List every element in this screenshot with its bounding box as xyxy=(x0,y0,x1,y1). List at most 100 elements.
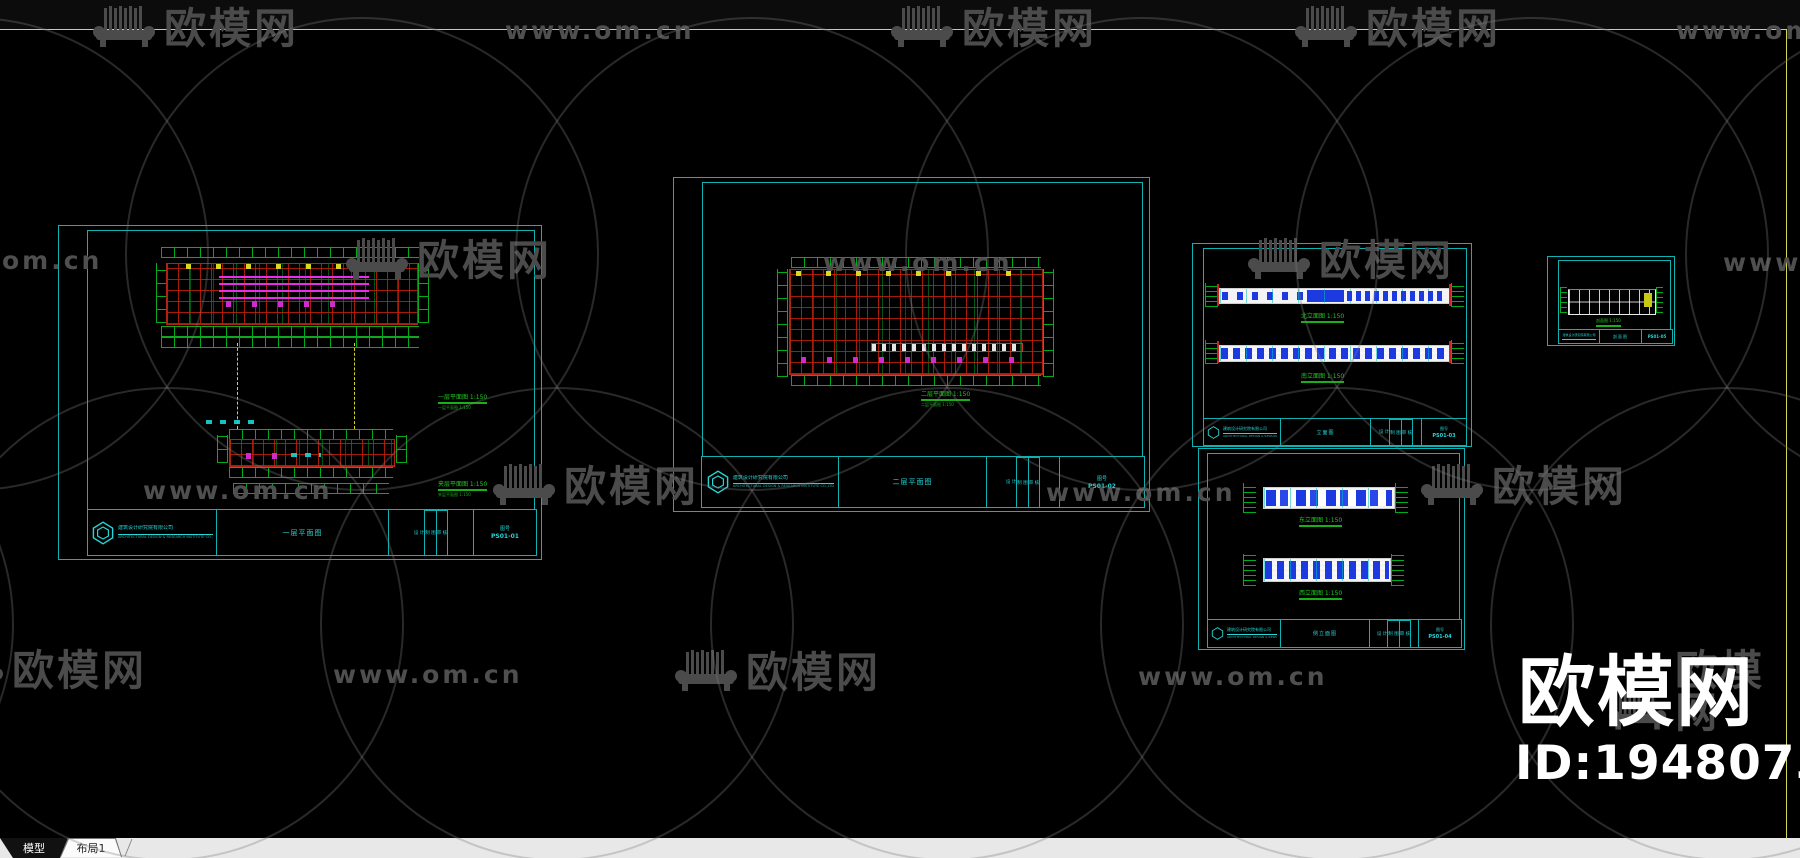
elevation-end-marks xyxy=(1243,554,1256,586)
title-block-fields: 设 计 制 图 审 核 xyxy=(986,457,1059,507)
dimension-band xyxy=(229,467,393,478)
drawing-number-cell: 图号 PS01-04 xyxy=(1418,620,1461,647)
elevation-end-marks xyxy=(1391,554,1404,586)
field-label: 制 图 xyxy=(425,510,436,555)
elevation-label-1: 东立面图 1:150 xyxy=(1299,517,1343,528)
company-name: 建筑设计研究院有限公司 xyxy=(1227,627,1277,636)
elevation-end-marks xyxy=(1243,483,1256,513)
scale-bar xyxy=(438,489,488,492)
scale-bar xyxy=(1301,321,1345,324)
elevation-grid-lines xyxy=(1220,289,1450,303)
dimension-band xyxy=(791,375,1041,386)
title-block-logo-cell: 建筑设计研究院有限公司 ARCHITECTURAL DESIGN & RESEA… xyxy=(1208,620,1280,647)
plan-cyan-detail xyxy=(206,420,256,424)
title-block-fields: 设 计 制 图 审 核 xyxy=(1369,620,1418,647)
plan-yellow-fixtures xyxy=(186,264,386,269)
title-block: 建筑设计研究院有限公司 ARCHITECTURAL DESIGN & RESEA… xyxy=(701,456,1145,508)
drawing-number: PS01-01 xyxy=(491,533,519,540)
drawing-number-label: 图号 xyxy=(1440,425,1448,431)
field-value xyxy=(1389,419,1391,445)
sheet-elevation-c: 北立面图 1:150 南立面图 1:150 建筑设计研究院有限公司 ARCHIT… xyxy=(1192,243,1472,447)
company-block: 建筑设计研究院有限公司 ARCHITECTURAL DESIGN & RESEA… xyxy=(118,525,213,540)
drawing-number-cell: 图号 PS01-01 xyxy=(473,510,536,555)
field-value xyxy=(1410,620,1412,647)
title-block-logo-cell: 建筑设计研究院有限公司 ARCHITECTURAL DESIGN & RESEA… xyxy=(1204,419,1280,445)
scale-bar xyxy=(1299,598,1343,601)
drawing-number: PS01-03 xyxy=(1432,432,1456,439)
company-hexagon-icon xyxy=(92,520,114,545)
tab-layout1-label: 布局1 xyxy=(61,839,121,857)
drawing-limits-line-horizontal xyxy=(0,29,1786,30)
elevation-end-marks xyxy=(1205,340,1218,364)
company-block: 建筑设计研究院有限公司 ARCHITECTURAL DESIGN & RESEA… xyxy=(732,475,835,490)
sheet-plan-b: 二层平面图 1:150 二层平面图 1:150 建筑设计研究院有限公司 ARCH… xyxy=(673,177,1150,512)
dimension-band xyxy=(396,435,407,463)
elevation-strip-1 xyxy=(1263,487,1395,509)
drawing-number-label: 图号 xyxy=(1436,627,1444,632)
field-value xyxy=(1027,457,1029,507)
scale-bar xyxy=(1596,324,1621,327)
tab-layout1[interactable]: 布局1 xyxy=(60,838,122,857)
company-name: 建筑设计研究院有限公司 xyxy=(1562,333,1596,340)
drawing-title: 二层平面图 xyxy=(838,457,986,507)
elevation-end-marks xyxy=(1205,283,1218,307)
scale-bar xyxy=(1299,525,1343,528)
field-label: 制 图 xyxy=(1390,419,1401,445)
plan-white-cells xyxy=(871,343,1023,352)
drawing-number-cell: 图号 PS01-02 xyxy=(1059,457,1144,507)
field-label: 审 核 xyxy=(436,510,448,555)
match-line-dashed xyxy=(354,343,355,429)
company-name-en: ARCHITECTURAL DESIGN & RESEARCH INSTITUT… xyxy=(118,534,213,539)
company-block: 建筑设计研究院有限公司 xyxy=(1562,333,1596,340)
sheet-section-e: 剖面图 1:150 建筑设计研究院有限公司 剖面图 PS01-05 xyxy=(1547,256,1675,346)
elevation-grid-lines xyxy=(1264,488,1394,508)
company-block: 建筑设计研究院有限公司 ARCHITECTURAL DESIGN & RESEA… xyxy=(1223,426,1277,439)
company-name: 建筑设计研究院有限公司 xyxy=(732,475,835,485)
plan-note-lower: 夹层平面图 1:150 夹层平面图 1:150 xyxy=(438,481,488,498)
company-hexagon-icon xyxy=(707,470,729,494)
plan-magenta-row xyxy=(226,301,356,307)
plan-magenta-row xyxy=(801,357,1031,363)
field-label: 设 计 xyxy=(1005,480,1017,485)
site-watermark-brand: 欧模网 xyxy=(1518,649,1755,738)
company-block: 建筑设计研究院有限公司 ARCHITECTURAL DESIGN & RESEA… xyxy=(1227,627,1277,640)
title-block-logo-cell: 建筑设计研究院有限公司 ARCHITECTURAL DESIGN & RESEA… xyxy=(88,510,216,555)
field-label: 制 图 xyxy=(1388,620,1399,647)
axis-red-tick xyxy=(1217,341,1219,363)
field-value xyxy=(1398,620,1400,647)
dimension-band xyxy=(418,263,429,323)
dimension-band xyxy=(777,269,788,377)
company-name: 建筑设计研究院有限公司 xyxy=(1223,426,1277,434)
plan-note: 二层平面图 1:150 二层平面图 1:150 xyxy=(921,391,971,408)
field-value xyxy=(1400,419,1402,445)
elevation-end-marks xyxy=(1451,283,1464,307)
title-block: 建筑设计研究院有限公司 剖面图 PS01-05 xyxy=(1558,329,1673,344)
elevation-strip-2 xyxy=(1219,345,1451,362)
section-yellow-detail xyxy=(1644,293,1652,307)
title-block: 建筑设计研究院有限公司 ARCHITECTURAL DESIGN & RESEA… xyxy=(1203,418,1467,446)
tab-model[interactable]: 模型 xyxy=(0,838,68,858)
drawing-title: 一层平面图 xyxy=(216,510,388,555)
drawing-title: 立面图 xyxy=(1280,419,1370,445)
dimension-band xyxy=(161,326,419,337)
field-value xyxy=(435,510,437,555)
company-name-en: ARCHITECTURAL DESIGN & RESEARCH INSTITUT… xyxy=(1227,635,1277,640)
axis-red-tick xyxy=(1217,284,1219,306)
scale-bar xyxy=(921,399,971,402)
drawing-limits-line-vertical xyxy=(1786,29,1787,838)
field-value xyxy=(1387,620,1389,647)
axis-red-tick xyxy=(1449,284,1451,306)
site-watermark-id: ID:1948073 xyxy=(1515,736,1800,791)
axis-red-tick xyxy=(1449,341,1451,363)
company-name: 建筑设计研究院有限公司 xyxy=(118,525,213,535)
plan-column-grid xyxy=(789,269,1043,375)
company-hexagon-icon xyxy=(1207,425,1220,439)
company-hexagon-icon xyxy=(1211,627,1224,640)
field-label: 审 核 xyxy=(1028,457,1040,507)
plan-yellow-fixtures xyxy=(796,271,1036,276)
drawing-number-label: 图号 xyxy=(1096,475,1107,482)
field-label: 审 核 xyxy=(1401,419,1413,445)
scale-bar xyxy=(1301,381,1345,384)
field-label: 制 图 xyxy=(1017,457,1028,507)
field-value xyxy=(1016,457,1018,507)
